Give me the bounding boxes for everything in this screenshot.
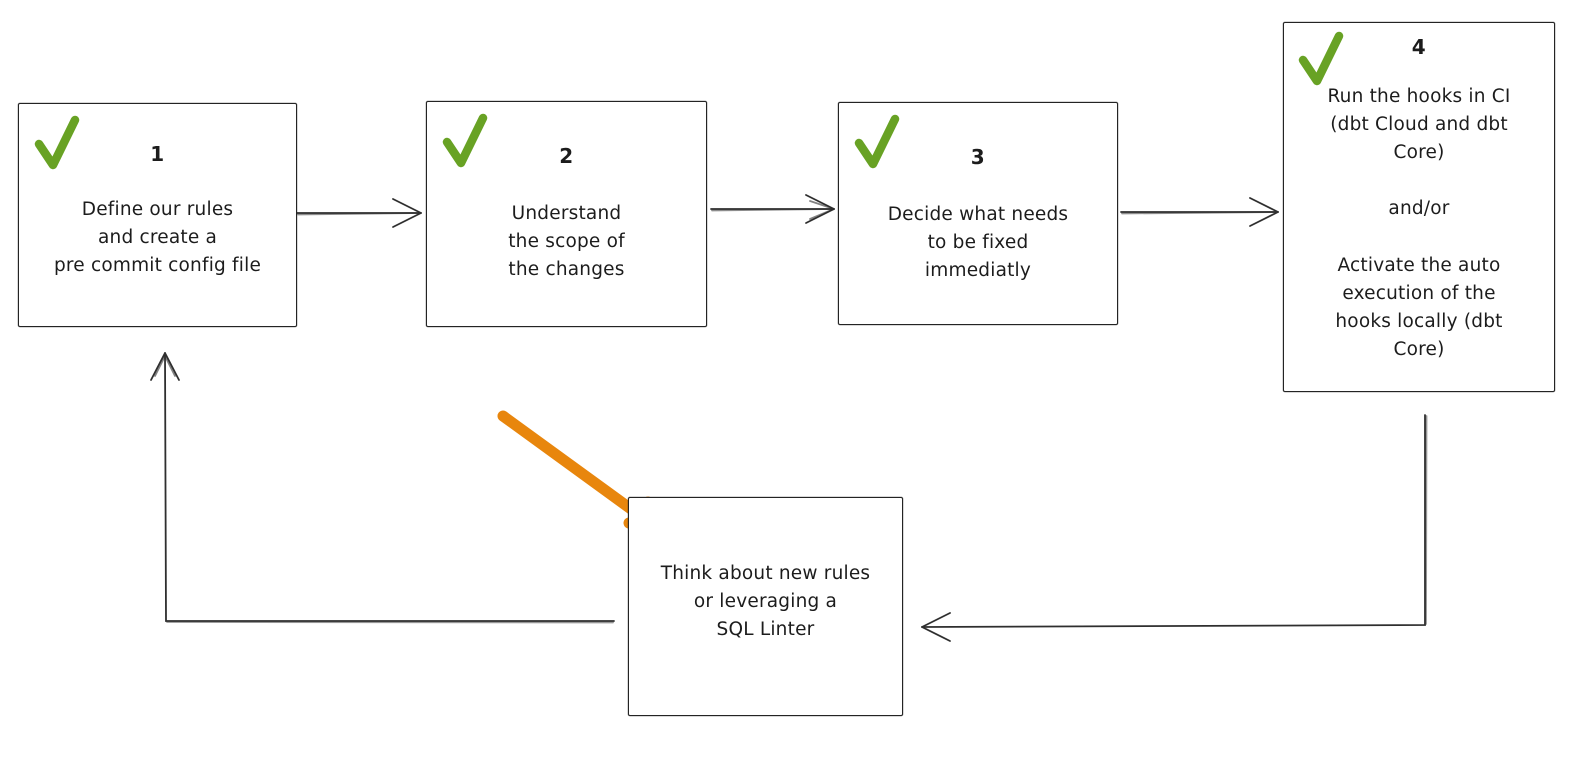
node-step-1: 1 Define our rules and create a pre comm… xyxy=(18,103,297,327)
arrow-feedback-to-step1 xyxy=(150,352,615,624)
step-number: 1 xyxy=(150,142,165,166)
step-number: 4 xyxy=(1411,35,1427,59)
step-text: Think about new rules or leveraging a SQ… xyxy=(660,563,871,641)
checkmark-icon xyxy=(1298,31,1344,86)
node-step-2: 2 Understand the scope of the changes xyxy=(426,101,707,327)
step-number: 3 xyxy=(970,145,986,169)
arrow-step3-to-step4 xyxy=(1120,197,1279,227)
checkmark-icon xyxy=(34,115,80,170)
node-feedback: Think about new rules or leveraging a SQ… xyxy=(628,497,903,716)
arrow-step1-to-step2 xyxy=(296,198,422,228)
arrow-step4-to-feedback xyxy=(921,414,1428,642)
step-text: Understand the scope of the changes xyxy=(508,203,625,281)
node-step-3: 3 Decide what needs to be fixed immediat… xyxy=(838,102,1118,325)
checkmark-icon xyxy=(854,114,900,169)
node-step-4: 4 Run the hooks in CI (dbt Cloud and dbt… xyxy=(1283,22,1555,392)
step-text: Decide what needs to be fixed immediatly xyxy=(887,204,1069,282)
step-text: Define our rules and create a pre commit… xyxy=(53,199,262,277)
step-text: Run the hooks in CI (dbt Cloud and dbt C… xyxy=(1327,86,1511,360)
arrow-step2-to-step3 xyxy=(710,194,835,224)
step-number: 2 xyxy=(559,144,574,168)
checkmark-icon xyxy=(442,113,488,168)
